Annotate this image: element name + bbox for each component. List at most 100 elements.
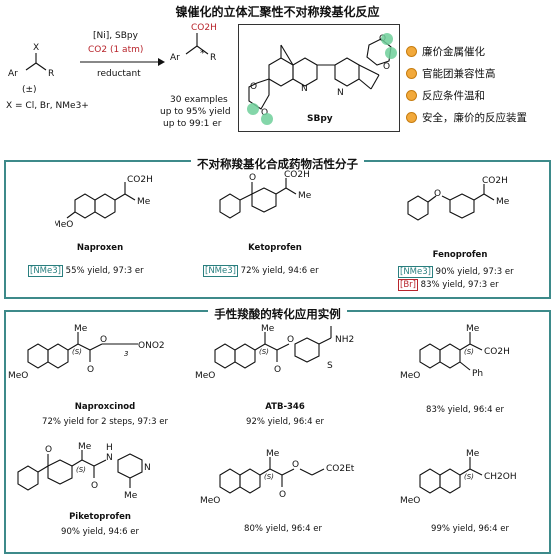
product-star: *	[200, 49, 205, 59]
acid-ph-ome: MeO	[400, 371, 420, 381]
fenoprofen-result-2: [Br] 83% yield, 97:3 er	[398, 279, 548, 291]
product-cooh-label: CO2H	[191, 23, 217, 33]
acid-ph-cooh: CO2H	[484, 347, 510, 357]
atb346-name: ATB-346	[265, 402, 305, 412]
naproxcinod-structure: MeO Me (S) O O 3 ONO2	[8, 324, 165, 381]
substrate-x-label: X	[33, 43, 39, 53]
naproxen-cooh: CO2H	[127, 175, 153, 185]
ligand-box: O O N N O O SBpy	[238, 24, 400, 132]
alcohol-ome: MeO	[400, 496, 420, 506]
features-list: 廉价金属催化 官能团兼容性高 反应条件温和 安全，廉价的反应装置	[406, 44, 554, 125]
conditions-co2: CO2 (1 atm)	[88, 45, 143, 55]
ketoprofen-me: Me	[298, 191, 312, 201]
naproxen-name: Naproxen	[76, 243, 124, 253]
ligand-structure: O O N N O O SBpy	[247, 33, 397, 125]
acid-ph-result: 83% yield, 96:4 er	[426, 405, 504, 415]
feature-text: 官能团兼容性高	[422, 68, 496, 80]
feature-text: 廉价金属催化	[422, 46, 485, 58]
ketoprofen-cooh: CO2H	[284, 170, 310, 180]
acid-ph-stereo: (S)	[464, 348, 474, 356]
section-drugs-title: 不对称羧基化合成药物活性分子	[191, 157, 364, 171]
fenoprofen-tag-2: [Br]	[398, 279, 418, 291]
ligand-o2: O	[261, 108, 268, 118]
feature-item: 官能团兼容性高	[406, 66, 554, 81]
fenoprofen-result-text-2: 83% yield, 97:3 er	[420, 280, 499, 290]
ester-ome: MeO	[200, 496, 220, 506]
ligand-dot-right-2	[385, 47, 397, 59]
piketoprofen-h: H	[106, 443, 113, 453]
acid-ph-ph: Ph	[472, 369, 483, 379]
acid-ph-structure: MeO Me (S) CO2H Ph	[400, 324, 510, 381]
naproxcinod-name: Naproxcinod	[74, 402, 136, 412]
piketoprofen-result: 90% yield, 94:6 er	[61, 527, 139, 537]
bullet-icon	[406, 46, 417, 57]
reaction-scheme: X Ar R (±) X = Cl, Br, NMe3+ [Ni], SBpy …	[6, 23, 231, 129]
atb346-s: S	[327, 361, 333, 371]
fenoprofen-cooh: CO2H	[482, 176, 508, 186]
naproxcinod-ome: MeO	[8, 371, 28, 381]
ester-stereo: (S)	[264, 473, 274, 481]
alcohol-stereo: (S)	[464, 473, 474, 481]
conditions-reductant: reductant	[97, 69, 141, 79]
conditions-catalyst: [Ni], SBpy	[93, 31, 139, 41]
racemic-label: (±)	[22, 85, 37, 95]
naproxen-ome: MeO	[55, 220, 73, 230]
ligand-n1: N	[301, 84, 308, 94]
piketoprofen-name: Piketoprofen	[69, 512, 131, 522]
stats-yield: up to 95% yield	[160, 107, 231, 117]
naproxen-me: Me	[137, 197, 151, 207]
naproxen-structure: MeO CO2H Me	[55, 175, 153, 230]
naproxcinod-result: 72% yield for 2 steps, 97:3 er	[42, 417, 168, 427]
atb346-ome: MeO	[195, 371, 215, 381]
alcohol-structure: MeO Me (S) CH2OH	[400, 449, 517, 506]
ligand-dot-right-1	[381, 33, 393, 45]
ligand-name: SBpy	[307, 114, 333, 124]
atb346-nh2: NH2	[335, 335, 354, 345]
fenoprofen-name: Fenoprofen	[432, 250, 488, 260]
atb346-o2: O	[287, 335, 294, 345]
naproxen-result-text: 55% yield, 97:3 er	[65, 266, 144, 276]
section-drugs-title-wrap: 不对称羧基化合成药物活性分子	[0, 153, 555, 172]
feature-text: 安全，廉价的反应装置	[422, 112, 527, 124]
piketoprofen-stereo: (S)	[76, 466, 86, 474]
ketoprofen-result: [NMe3] 72% yield, 94:6 er	[203, 265, 373, 277]
piketoprofen-o1: O	[45, 445, 52, 455]
piketoprofen-o2: O	[91, 481, 98, 491]
alcohol-ch2oh: CH2OH	[484, 472, 517, 482]
naproxcinod-me: Me	[74, 324, 88, 334]
section-applications-title: 手性羧酸的转化应用实例	[208, 307, 347, 321]
bullet-icon	[406, 90, 417, 101]
naproxen-result: [NMe3] 55% yield, 97:3 er	[28, 265, 198, 277]
ester-o1: O	[279, 490, 286, 500]
ligand-dot-left-1	[247, 103, 259, 115]
substrate-r-label: R	[48, 69, 54, 79]
fenoprofen-result-1: [NMe3] 90% yield, 97:3 er	[398, 266, 548, 278]
ester-me: Me	[266, 449, 280, 459]
feature-item: 反应条件温和	[406, 88, 554, 103]
naproxcinod-stereo: (S)	[72, 348, 82, 356]
fenoprofen-result-text-1: 90% yield, 97:3 er	[435, 267, 514, 277]
alcohol-result: 99% yield, 96:4 er	[431, 524, 509, 534]
ester-o2: O	[292, 460, 299, 470]
ester-structure: MeO Me (S) O O CO2Et	[200, 449, 355, 506]
fenoprofen-tag-1: [NMe3]	[398, 266, 433, 278]
piketoprofen-me: Me	[78, 442, 92, 452]
feature-text: 反应条件温和	[422, 90, 485, 102]
x-options-label: X = Cl, Br, NMe3+	[6, 101, 89, 111]
naproxcinod-ono2: ONO2	[138, 341, 165, 351]
alcohol-me: Me	[466, 449, 480, 459]
ketoprofen-structure: O CO2H Me	[219, 170, 312, 219]
naproxcinod-n: 3	[124, 350, 128, 358]
piketoprofen-nh: N	[106, 453, 113, 463]
feature-item: 廉价金属催化	[406, 44, 554, 59]
product-ar-label: Ar	[170, 53, 180, 63]
ketoprofen-result-text: 72% yield, 94:6 er	[240, 266, 319, 276]
ketoprofen-tag: [NMe3]	[203, 265, 238, 277]
bullet-icon	[406, 112, 417, 123]
ligand-o4: O	[383, 62, 390, 72]
atb346-structure: MeO Me (S) O O NH2 S	[195, 324, 354, 381]
stats-er: up to 99:1 er	[163, 119, 222, 129]
fenoprofen-o: O	[434, 189, 441, 199]
ester-co2et: CO2Et	[326, 464, 355, 474]
atb346-stereo: (S)	[259, 348, 269, 356]
